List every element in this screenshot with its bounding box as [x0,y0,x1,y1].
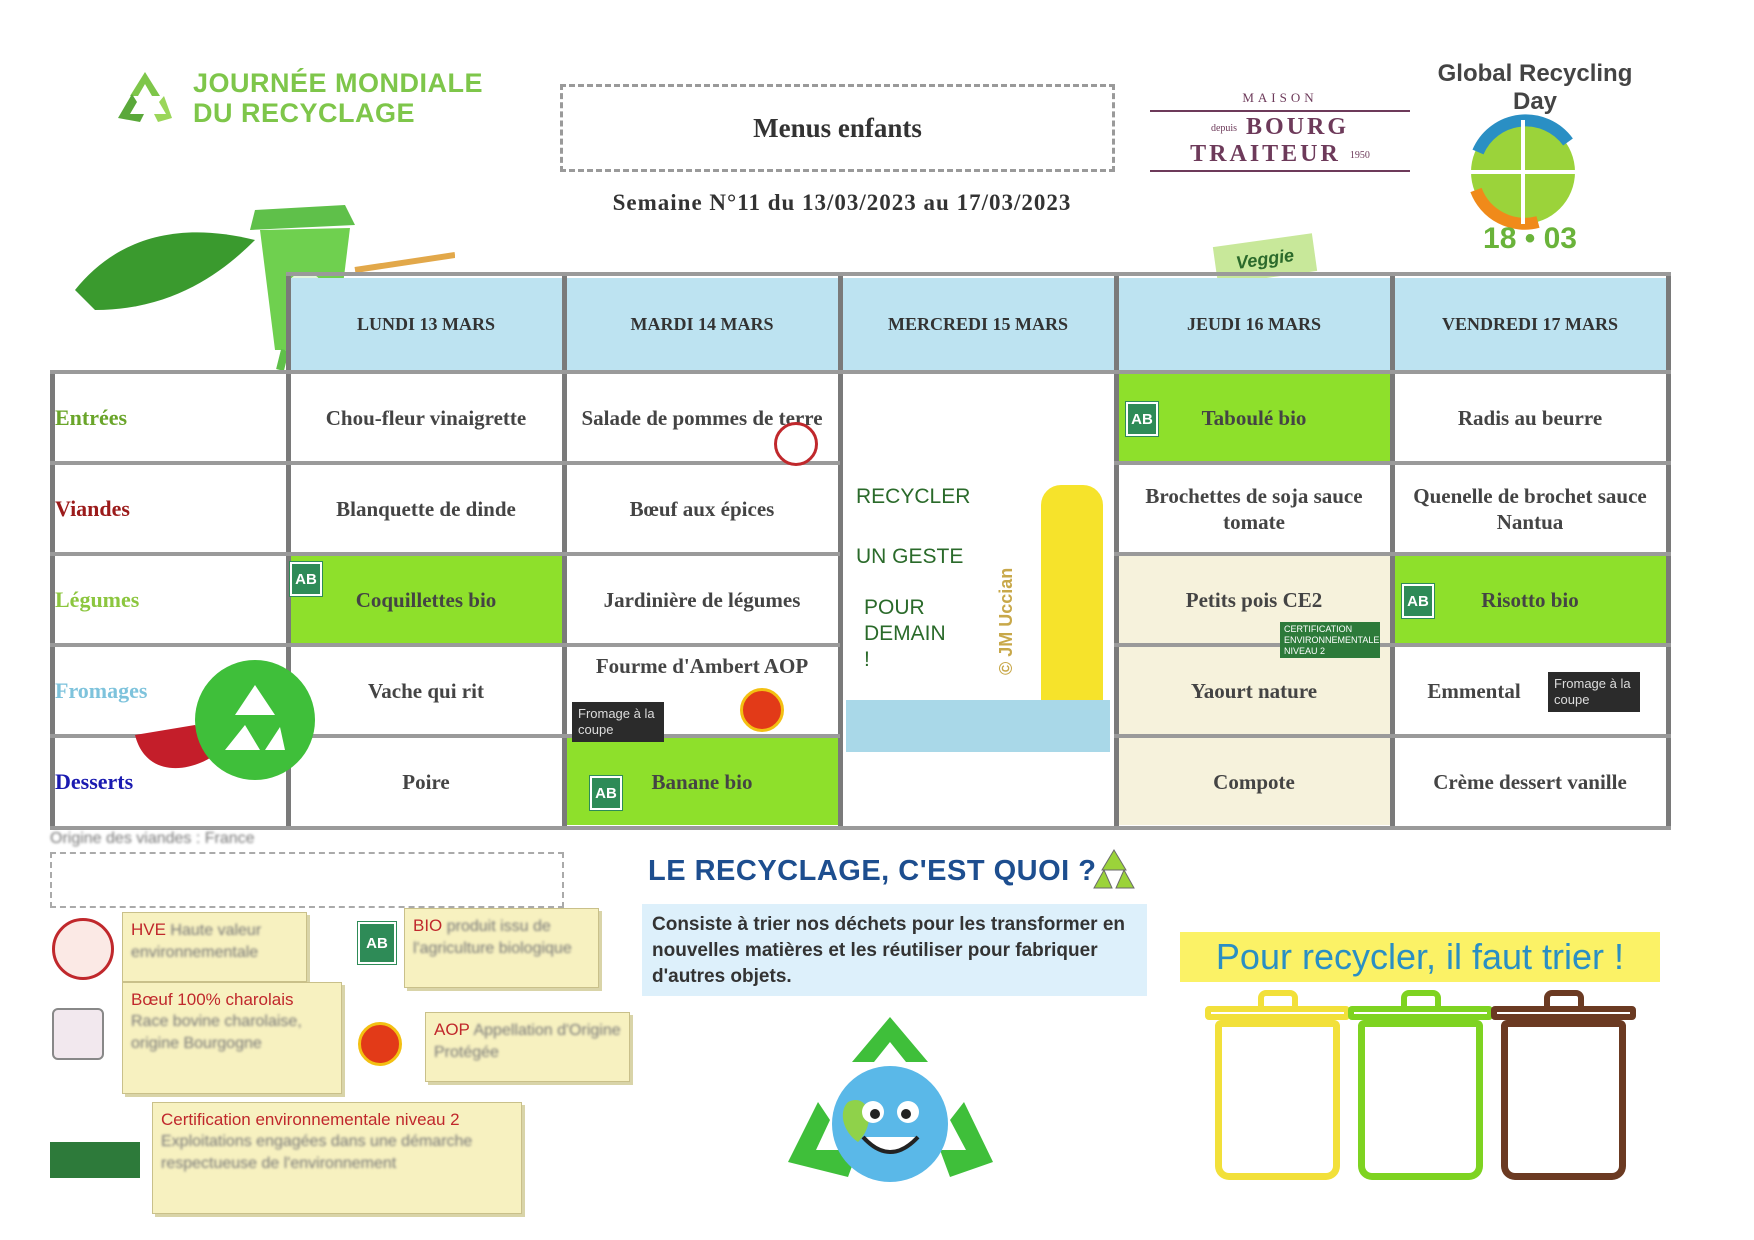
global-day-date: 18 • 03 [1483,222,1577,255]
cell-dessert-lundi: Poire [402,769,450,794]
row-label-legumes: Légumes [55,587,140,612]
ab-logo-icon: AB [589,775,623,811]
maison-name-row: depuis BOURG TRAITEUR 1950 [1150,110,1410,172]
row-label-entrees: Entrées [55,405,128,430]
recyclage-title: LE RECYCLAGE, C'EST QUOI ? [648,855,1097,887]
cell-legume-vendredi: Risotto bio [1394,556,1666,643]
legend-cert-text: Exploitations engagées dans une démarche… [161,1133,473,1172]
row-label-viandes: Viandes [55,496,130,521]
day-lundi: LUNDI 13 MARS [290,278,562,370]
cartoon-line1: RECYCLER [856,485,971,508]
legend-bio-title: BIO [413,916,443,935]
cell-entree-jeudi: Taboulé bio [1118,374,1390,461]
recyclage-body: Consiste à trier nos déchets pour les tr… [642,904,1147,996]
ab-logo-icon: AB [289,561,323,597]
cell-legume-mardi: Jardinière de légumes [603,587,801,612]
cell-fromage-jeudi: Yaourt nature [1118,647,1390,734]
cell-viande-jeudi: Brochettes de soja sauce tomate [1145,483,1363,534]
menus-title: Menus enfants [753,112,922,143]
bin-yellow-icon [1215,1020,1340,1180]
cell-fromage-mardi: Fourme d'Ambert AOP [595,654,809,678]
legend-hve-text: Haute valeur environnementale [131,922,262,961]
legend-aop-text: Appellation d'Origine Protégée [434,1022,621,1061]
bin-green-handle [1401,990,1441,1008]
ab-logo-icon: AB [1125,401,1159,437]
cert-niveau2-tag: CERTIFICATION ENVIRONNEMENTALE NIVEAU 2 [1280,622,1380,658]
legend-cert: Certification environnementale niveau 2 … [152,1102,522,1214]
bin-green-lid [1348,1006,1493,1020]
event-title-line2: DU RECYCLAGE [193,98,416,128]
day-jeudi: JEUDI 16 MARS [1118,278,1390,370]
cell-viande-vendredi: Quenelle de brochet sauce Nantua [1413,483,1647,534]
cell-fromage-vendredi: Emmental [1427,678,1521,703]
legend-bio: BIO produit issu de l'agriculture biolog… [404,908,599,988]
bin-yellow-handle [1258,990,1298,1008]
aop-legend-icon [358,1022,402,1066]
legend-hve-title: HVE [131,920,166,939]
cell-entree-vendredi: Radis au beurre [1457,405,1603,430]
maison-year: 1950 [1349,149,1370,161]
maison-logo: MAISON depuis BOURG TRAITEUR 1950 [1150,90,1410,172]
aop-seal-icon [740,688,784,732]
ab-legend-icon: AB [357,921,397,965]
cell-dessert-vendredi: Crème dessert vanille [1433,769,1627,794]
hve-seal-icon [774,422,818,466]
menus-title-box: Menus enfants [560,84,1115,172]
global-day-text: Global Recycling Day [1437,60,1633,115]
legend-placeholder-box [50,852,564,908]
legend-aop: AOP Appellation d'Origine Protégée [425,1012,630,1082]
cell-dessert-jeudi: Compote [1118,738,1390,825]
cartoon-line2: UN GESTE [856,545,964,568]
pour-trier-banner: Pour recycler, il faut trier ! [1180,932,1660,982]
earth-mascot-illustration [778,1012,1003,1217]
cell-viande-lundi: Blanquette de dinde [336,496,516,521]
cartoon-credit: © JM Uccian [996,567,1016,675]
row-label-fromages: Fromages [55,678,148,703]
day-mardi: MARDI 14 MARS [566,278,838,370]
recycle-small-icon [1090,848,1138,892]
bin-brown-handle [1544,990,1584,1008]
fromage-coupe-tag: Fromage à la coupe [1548,672,1640,712]
hve-legend-seal-icon [52,918,114,980]
bin-brown-icon [1501,1020,1626,1180]
bin-yellow-lid [1205,1006,1350,1020]
event-title-line1: JOURNÉE MONDIALE [193,68,484,98]
global-recycling-day-logo [1418,72,1648,262]
week-label: Semaine N°11 du 13/03/2023 au 17/03/2023 [612,190,1072,215]
legend-aop-title: AOP [434,1020,470,1039]
recycle-logo-icon [110,68,180,128]
cartoon-ground [846,700,1110,752]
legend-boeuf: Bœuf 100% charolais Race bovine charolai… [122,982,342,1094]
cartoon-bin [1041,485,1103,725]
cell-entree-lundi: Chou-fleur vinaigrette [325,405,527,430]
fromage-coupe-tag: Fromage à la coupe [572,702,664,742]
cartoon-line3: POUR DEMAIN ! [864,596,946,671]
ab-logo-icon: AB [1401,583,1435,619]
cell-viande-mardi: Bœuf aux épices [629,496,775,521]
maison-top: MAISON [1242,90,1318,105]
day-mercredi: MERCREDI 15 MARS [842,278,1114,370]
maison-name: BOURG TRAITEUR [1190,114,1350,167]
legend-boeuf-text: Race bovine charolaise, origine Bourgogn… [131,1013,302,1052]
bin-green-icon [1358,1020,1483,1180]
recycle-mascot-illustration [125,655,340,795]
cell-legume-lundi: Coquillettes bio [290,556,562,643]
maison-depuis: depuis [1210,122,1238,134]
cell-fromage-lundi: Vache qui rit [368,678,484,703]
event-title: JOURNÉE MONDIALE DU RECYCLAGE [193,68,483,128]
legend-bio-text: produit issu de l'agriculture biologique [413,918,572,957]
bin-brown-lid [1491,1006,1636,1020]
cert-legend-logo-icon [50,1142,140,1178]
legend-note: Origine des viandes : France [50,830,255,847]
legend-hve: HVE Haute valeur environnementale [122,912,307,982]
legend-cert-title: Certification environnementale niveau 2 [161,1110,460,1129]
day-vendredi: VENDREDI 17 MARS [1394,278,1666,370]
recycling-cartoon: RECYCLER UN GESTE POUR DEMAIN ! © JM Ucc… [846,465,1110,755]
row-label-desserts: Desserts [55,769,134,794]
legend-boeuf-title: Bœuf 100% charolais [131,990,294,1009]
boeuf-legend-seal-icon [52,1008,104,1060]
